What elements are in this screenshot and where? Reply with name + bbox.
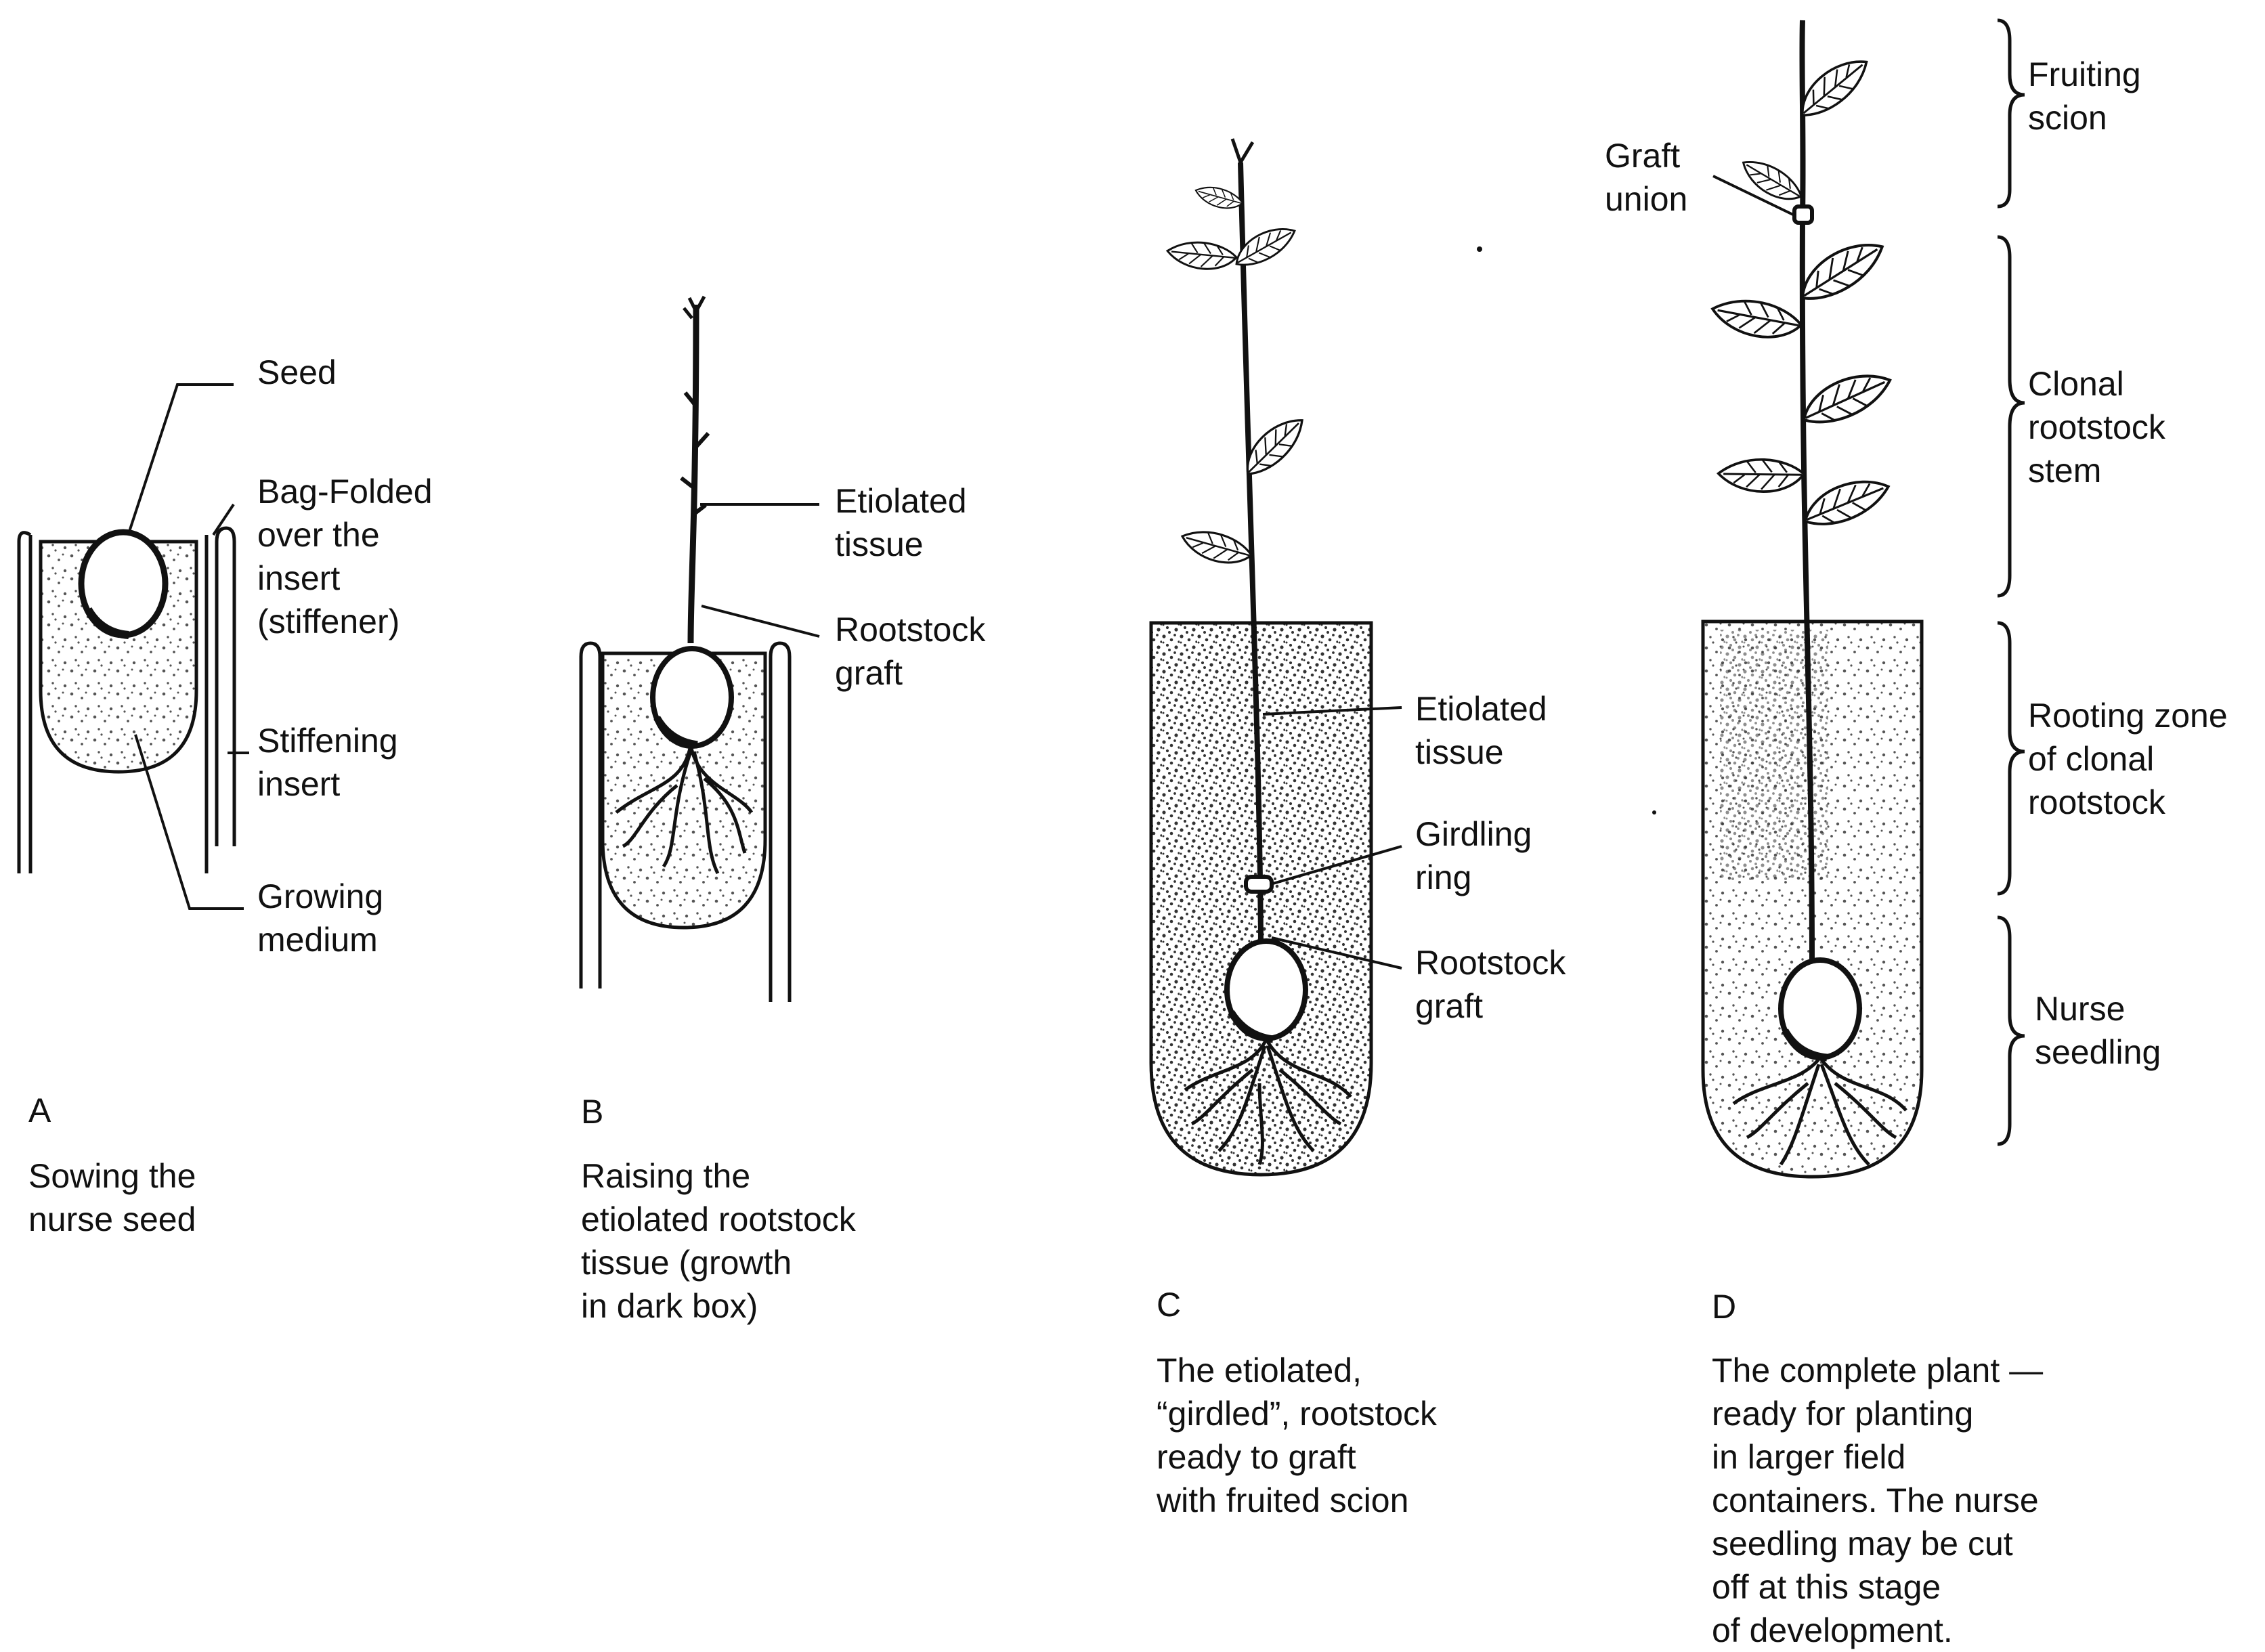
label-b-etiolated-tissue: Etiolated tissue [835, 479, 967, 566]
panel-d-letter: D [1712, 1286, 1736, 1327]
panel-b-leader-graft [702, 606, 819, 636]
label-graft-union: Graft union [1605, 134, 1687, 221]
label-clonal-rootstock-stem: Clonal rootstock stem [2028, 362, 2165, 492]
panel-c-drawing [1151, 139, 1402, 1175]
panel-a-bag-top [19, 533, 30, 542]
label-seed: Seed [257, 351, 337, 394]
label-nurse-seedling: Nurse seedling [2035, 987, 2161, 1074]
panel-a-caption: Sowing the nurse seed [28, 1154, 196, 1241]
stray-mark [1652, 810, 1656, 814]
label-c-rootstock-graft: Rootstock graft [1415, 941, 1566, 1028]
panel-d-leaf-2 [1737, 151, 1806, 210]
panel-a-letter: A [28, 1090, 51, 1131]
stray-mark [1477, 246, 1482, 252]
panel-c-leaf-5 [1178, 522, 1255, 572]
panel-d-brace-rooting [1998, 623, 2025, 894]
panel-d-caption: The complete plant — ready for planting … [1712, 1349, 2043, 1652]
panel-c-girdling-ring [1246, 877, 1272, 892]
panel-d-leaf-4 [1708, 290, 1804, 347]
panel-c-leaf-2 [1165, 236, 1238, 274]
label-stiffening-insert: Stiffening insert [257, 719, 398, 806]
panel-d-drawing [1703, 20, 2025, 1177]
panel-c-leaf-1 [1193, 181, 1245, 215]
label-rooting-zone: Rooting zone of clonal rootstock [2028, 694, 2228, 824]
panel-c-caption: The etiolated, “girdled”, rootstock read… [1157, 1349, 1437, 1522]
label-fruiting-scion: Fruiting scion [2028, 53, 2141, 139]
label-growing-medium: Growing medium [257, 875, 383, 961]
panel-d-brace-fruiting [1998, 20, 2025, 206]
panel-b-stem [691, 305, 696, 643]
panel-d-graft-union [1794, 206, 1812, 223]
panel-b-letter: B [581, 1091, 603, 1132]
panel-d-brace-nurse [1998, 917, 2025, 1144]
panel-b-drawing [581, 297, 819, 1002]
panel-d-leaf-5 [1796, 365, 1897, 431]
label-bag-folded: Bag-Folded over the insert (stiffener) [257, 470, 433, 643]
label-c-etiolated-tissue: Etiolated tissue [1415, 687, 1547, 774]
panel-d-brace-clonal [1998, 237, 2025, 596]
label-b-rootstock-graft: Rootstock graft [835, 608, 985, 695]
panel-a-drawing [19, 385, 249, 909]
panel-d-leaf-7 [1798, 472, 1895, 532]
panel-a-leader-seed [129, 385, 234, 534]
panel-d-leaf-6 [1717, 456, 1805, 496]
label-c-girdling-ring: Girdling ring [1415, 812, 1532, 899]
panel-d-leaf-3 [1792, 233, 1892, 309]
panel-b-caption: Raising the etiolated rootstock tissue (… [581, 1154, 856, 1328]
panel-c-letter: C [1157, 1284, 1181, 1325]
panel-a-stiffener [217, 528, 234, 846]
